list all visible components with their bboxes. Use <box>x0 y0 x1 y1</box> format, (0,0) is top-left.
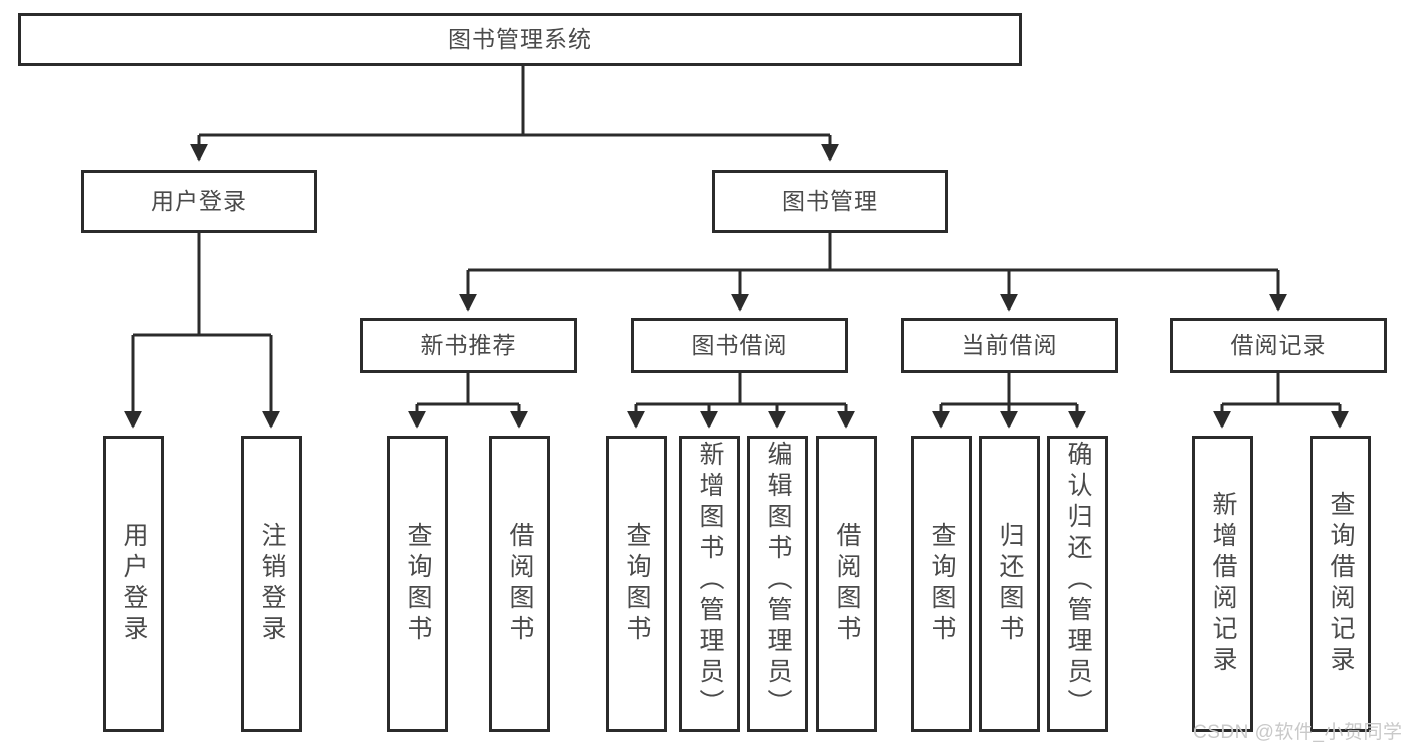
leaf-current-return-book[interactable]: 归还图书 <box>979 436 1040 732</box>
leaf-borrow-add-book-admin[interactable]: 新增图书（管理员） <box>679 436 740 732</box>
leaf-record-query-borrow-record[interactable]: 查询借阅记录 <box>1310 436 1371 732</box>
leaf-user-logout[interactable]: 注销登录 <box>241 436 302 732</box>
leaf-current-confirm-return-admin[interactable]: 确认归还（管理员） <box>1047 436 1108 732</box>
node-label: 查询图书 <box>623 522 651 646</box>
leaf-borrow-borrow-book[interactable]: 借阅图书 <box>816 436 877 732</box>
csdn-watermark: CSDN @软件_小贺同学 <box>1193 722 1403 743</box>
node-book-management[interactable]: 图书管理 <box>712 170 948 233</box>
node-label: 查询借阅记录 <box>1327 491 1355 677</box>
leaf-current-query-book[interactable]: 查询图书 <box>911 436 972 732</box>
node-label: 确认归还（管理员） <box>1064 441 1092 720</box>
node-label: 注销登录 <box>258 522 286 646</box>
node-label: 查询图书 <box>404 522 432 646</box>
node-label: 图书管理 <box>782 187 878 214</box>
node-label: 新书推荐 <box>420 331 517 358</box>
leaf-user-login[interactable]: 用户登录 <box>103 436 164 732</box>
node-label: 图书借阅 <box>691 331 788 358</box>
node-book-borrow[interactable]: 图书借阅 <box>631 318 848 373</box>
node-label: 查询图书 <box>928 522 956 646</box>
node-label: 用户登录 <box>120 522 148 646</box>
node-root-book-management-system[interactable]: 图书管理系统 <box>18 13 1022 66</box>
node-borrow-record[interactable]: 借阅记录 <box>1170 318 1387 373</box>
node-new-book-recommend[interactable]: 新书推荐 <box>360 318 577 373</box>
node-label: 借阅记录 <box>1230 331 1327 358</box>
node-label: 当前借阅 <box>961 331 1058 358</box>
node-current-borrow[interactable]: 当前借阅 <box>901 318 1118 373</box>
node-label: 归还图书 <box>996 522 1024 646</box>
node-label: 借阅图书 <box>833 522 861 646</box>
node-user-login[interactable]: 用户登录 <box>81 170 317 233</box>
node-label: 图书管理系统 <box>448 25 592 52</box>
node-label: 借阅图书 <box>506 522 534 646</box>
leaf-borrow-edit-book-admin[interactable]: 编辑图书（管理员） <box>747 436 808 732</box>
leaf-recommend-borrow-book[interactable]: 借阅图书 <box>489 436 550 732</box>
leaf-recommend-query-book[interactable]: 查询图书 <box>387 436 448 732</box>
node-label: 编辑图书（管理员） <box>764 441 792 720</box>
leaf-record-add-borrow-record[interactable]: 新增借阅记录 <box>1192 436 1253 732</box>
node-label: 新增借阅记录 <box>1209 491 1237 677</box>
node-label: 新增图书（管理员） <box>696 441 724 720</box>
leaf-borrow-query-book[interactable]: 查询图书 <box>606 436 667 732</box>
node-label: 用户登录 <box>151 187 247 214</box>
